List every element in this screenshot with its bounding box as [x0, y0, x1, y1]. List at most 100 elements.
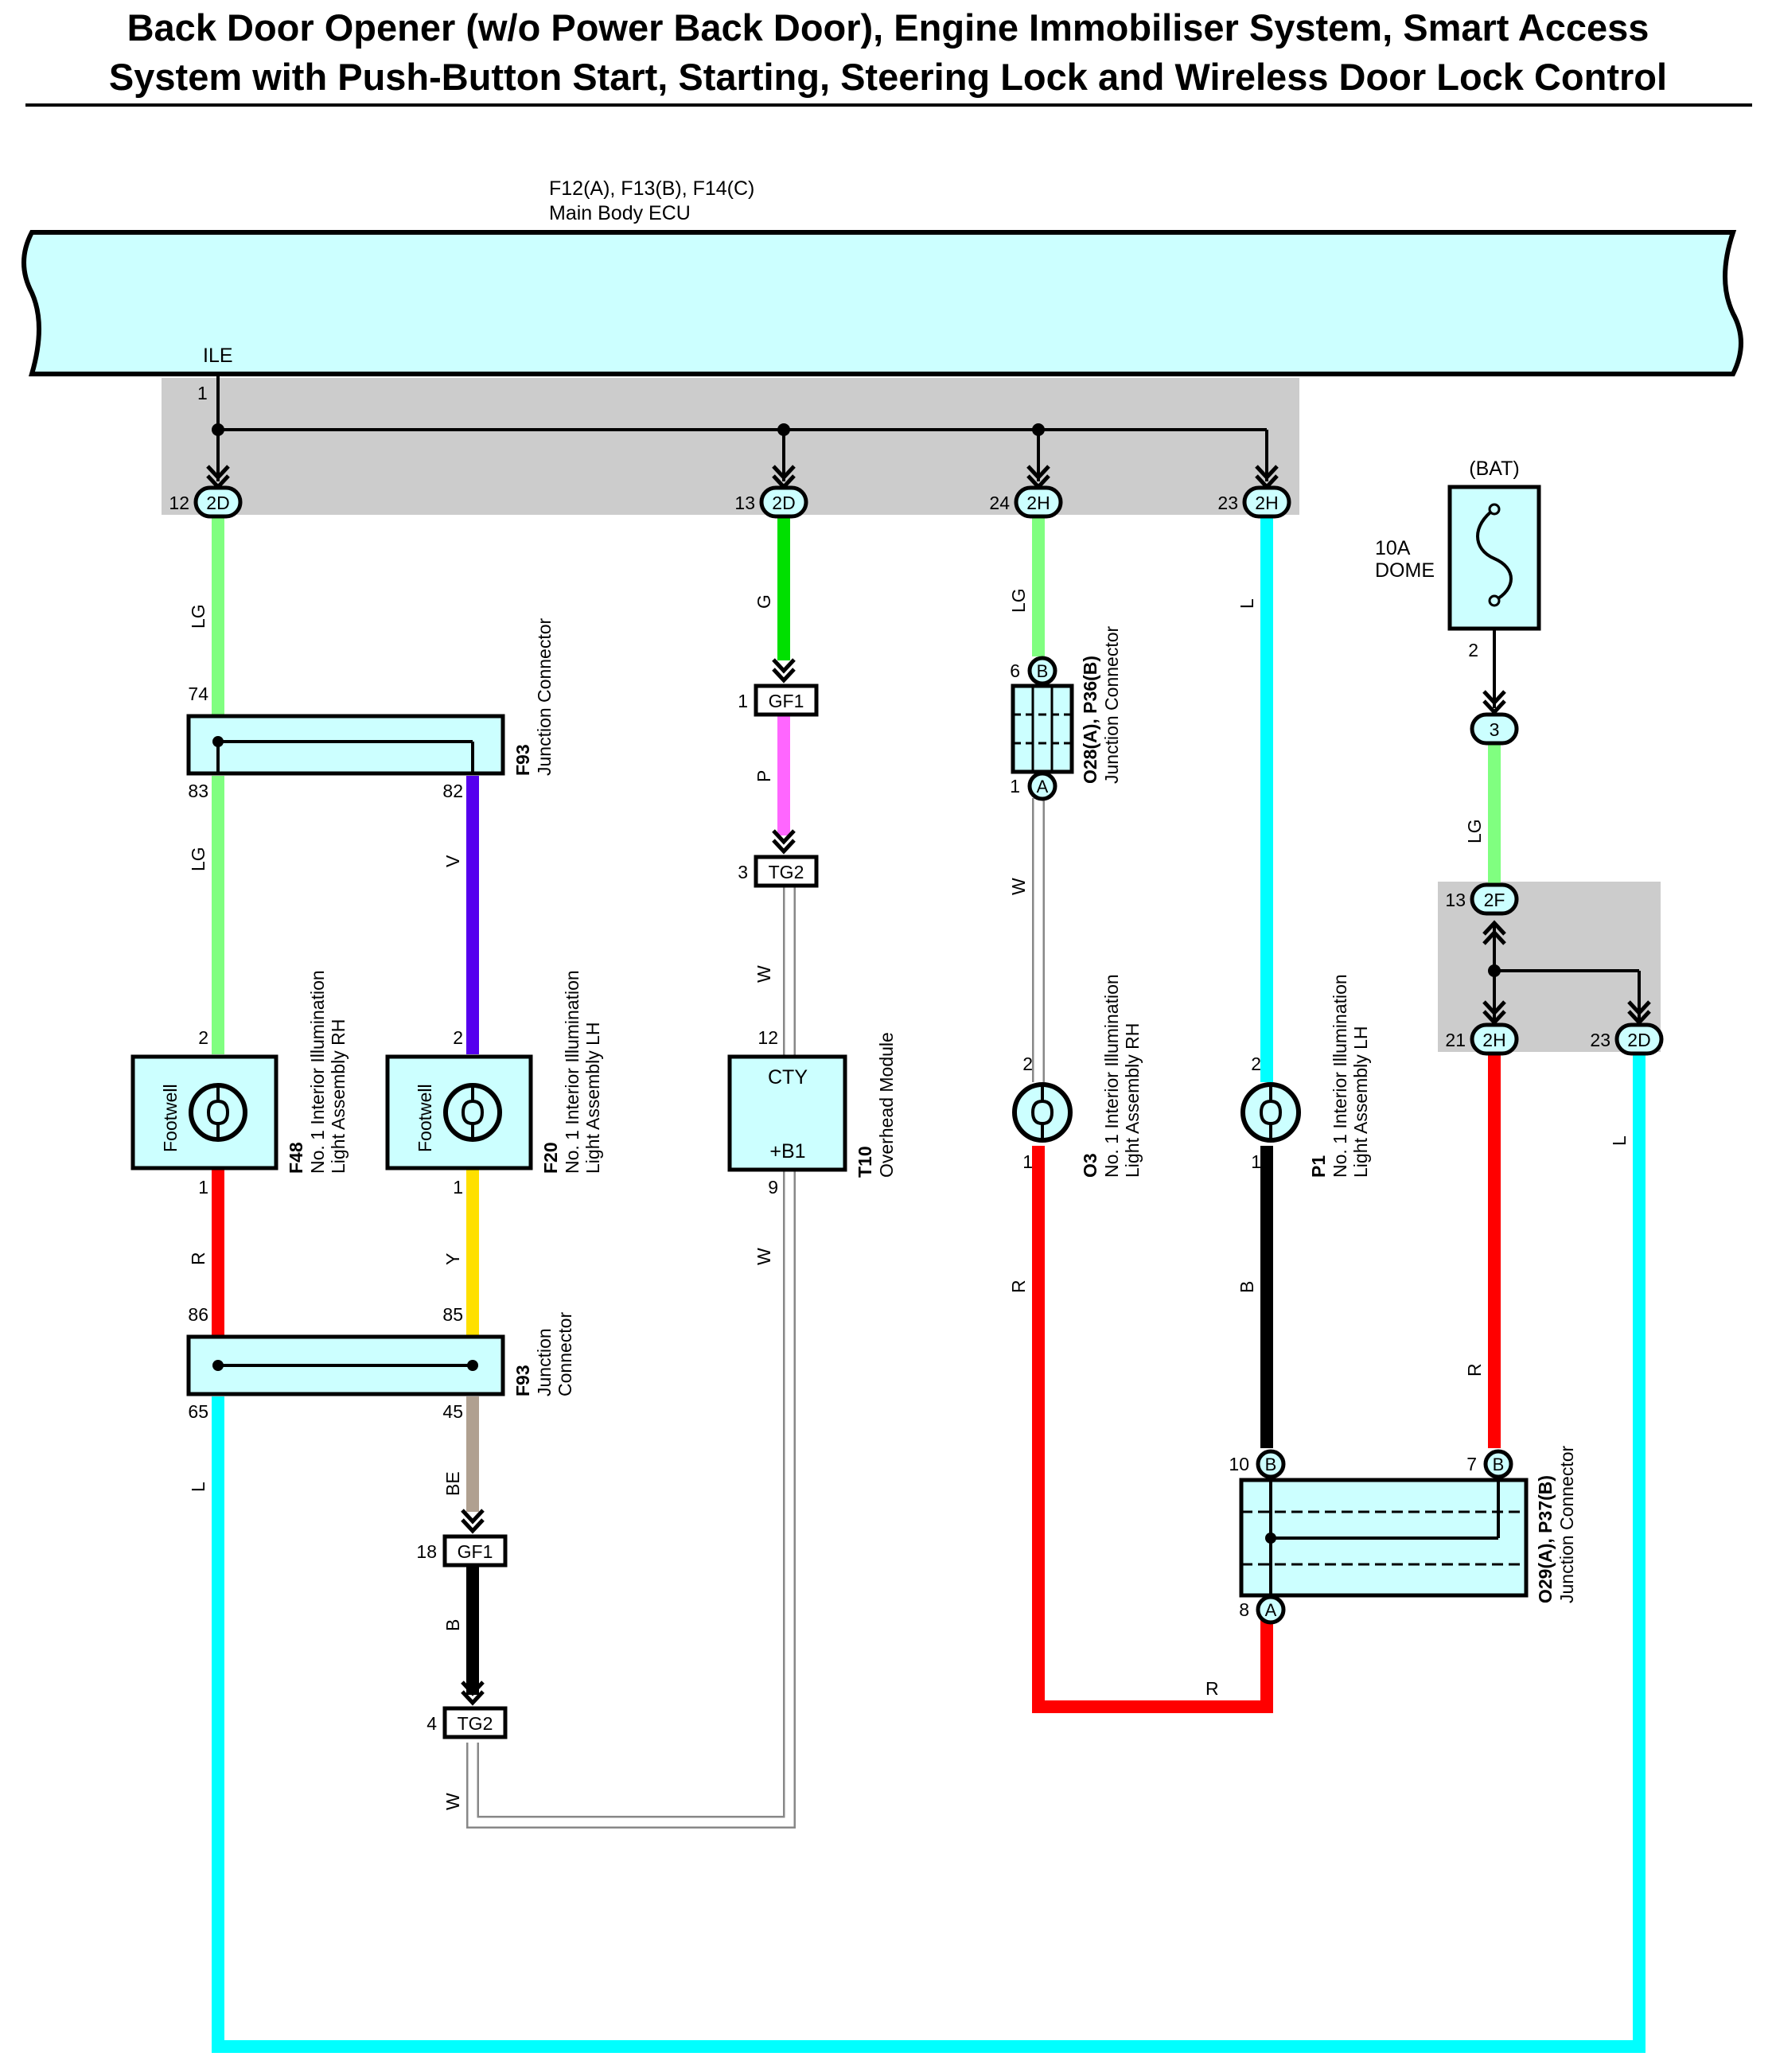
junction-j4-code: 2H [1255, 493, 1278, 513]
junction-j2-pin: 13 [734, 493, 755, 513]
wire-label-w12: W [754, 965, 774, 983]
o3-pin-bottom: 1 [1022, 1151, 1033, 1172]
junction-j6-code: 2H [1482, 1030, 1505, 1050]
junction-dot-right [1488, 964, 1501, 977]
connector-gf1-b-pin: 18 [416, 1541, 437, 1562]
fuse-pin: 2 [1468, 640, 1478, 660]
o29-conn-bottom: A [1265, 1600, 1277, 1620]
p1-name-2: Light Assembly LH [1350, 1026, 1371, 1178]
junction-j7: 2D 23 [1590, 1022, 1664, 1056]
f48-name-2: Light Assembly RH [328, 1019, 349, 1174]
t10-term-bottom: +B1 [769, 1140, 805, 1163]
wire-r-o3-to-o29 [1032, 1146, 1273, 1713]
wire-label-w2: LG [188, 847, 208, 871]
o29-pin-bottom: 8 [1239, 1599, 1249, 1620]
f48-pin-top: 2 [198, 1027, 208, 1048]
o29-name: Junction Connector [1556, 1445, 1577, 1603]
f93-bottom-name-1: Junction [534, 1328, 555, 1396]
f20-name-1: No. 1 Interior Illumination [562, 970, 582, 1174]
f20-label: Footwell [415, 1084, 435, 1152]
fuse-name: DOME [1375, 559, 1435, 582]
junction-j1: 2D 12 [169, 485, 243, 519]
f20-pin-bottom: 1 [453, 1177, 463, 1198]
p1-name-1: No. 1 Interior Illumination [1330, 974, 1350, 1178]
ecu-name: Main Body ECU [549, 202, 691, 224]
wire-label-w7: BE [442, 1471, 463, 1496]
t10-pin-bottom: 9 [768, 1177, 778, 1198]
junction-j7-code: 2D [1627, 1030, 1650, 1050]
f93-top-pin-tl: 74 [188, 684, 208, 704]
wire-label-w18: L [1237, 598, 1257, 609]
f93-bottom-code: F93 [512, 1365, 533, 1396]
o28-conn-bottom: A [1037, 777, 1049, 796]
f93-bottom-pin-br: 45 [442, 1401, 463, 1422]
connector-tg2-b: TG2 4 [426, 1682, 508, 1739]
t10-code: T10 [855, 1146, 875, 1178]
o3-code: O3 [1080, 1153, 1100, 1178]
fuse-connector: 3 [1490, 719, 1500, 740]
wire-label-w9: W [442, 1793, 463, 1810]
wire-label-w17: R [1205, 1678, 1219, 1699]
wire-label-w1: LG [188, 604, 208, 629]
wire-label-w11: P [754, 770, 774, 782]
junction-j5-pin: 13 [1445, 890, 1466, 910]
wire-label-w20: LG [1464, 819, 1485, 843]
wire-labels: LG LG V R Y L BE B W G P W W LG W R R L … [188, 588, 1630, 1810]
main-body-ecu: F12(A), F13(B), F14(C) Main Body ECU ILE… [21, 177, 1743, 403]
bus-junction-dots [212, 423, 1045, 436]
wire-label-w13: W [754, 1248, 774, 1265]
wire-w-tg2-to-t10 [466, 887, 796, 1829]
f48-light-assembly: Footwell 2 1 F48 No. 1 Interior Illumina… [130, 970, 349, 1198]
wire-label-w16: R [1008, 1279, 1029, 1293]
wire-label-w6: L [188, 1482, 208, 1492]
o29-conn-right: B [1493, 1455, 1505, 1474]
diagram-title: Back Door Opener (w/o Power Back Door), … [0, 3, 1776, 102]
p1-code: P1 [1308, 1155, 1329, 1178]
o28-junction-connector: B 6 A 1 O28(A), P36(B) Junction Connecto… [1010, 625, 1122, 801]
connector-tg2-b-pin: 4 [426, 1713, 437, 1734]
f93-top-junction-connector: 74 83 82 F93 Junction Connector [186, 617, 555, 801]
t10-term-top: CTY [768, 1066, 808, 1089]
f48-pin-bottom: 1 [198, 1177, 208, 1198]
o3-name-1: No. 1 Interior Illumination [1101, 974, 1122, 1178]
t10-pin-top: 12 [758, 1027, 778, 1048]
wire-label-w22: L [1609, 1135, 1630, 1146]
connector-gf1-a-code: GF1 [769, 691, 804, 711]
p1-light-assembly: 2 1 P1 No. 1 Interior Illumination Light… [1240, 974, 1371, 1178]
o3-light-assembly: 2 1 O3 No. 1 Interior Illumination Light… [1012, 974, 1143, 1178]
connector-tg2-a-code: TG2 [769, 862, 804, 882]
wire-label-w15: W [1008, 878, 1029, 895]
junction-j2-code: 2D [772, 493, 795, 513]
o3-pin-top: 2 [1022, 1054, 1033, 1074]
wire-label-w21: R [1464, 1363, 1485, 1377]
junction-j2: 2D 13 [734, 485, 808, 519]
wire-label-w4: R [188, 1252, 208, 1265]
connector-tg2-a: TG2 3 [738, 831, 819, 888]
ecu-terminal: ILE [203, 345, 233, 367]
connector-gf1-b: GF1 18 [416, 1510, 508, 1568]
o28-code: O28(A), P36(B) [1080, 656, 1100, 784]
t10-name: Overhead Module [876, 1032, 897, 1178]
o28-conn-top: B [1037, 661, 1049, 681]
o28-pin-bottom: 1 [1010, 776, 1020, 796]
f93-bottom-pin-bl: 65 [188, 1401, 208, 1422]
wire-label-w10: G [754, 594, 774, 609]
junction-j7-pin: 23 [1590, 1030, 1610, 1050]
fuse-rating: 10A [1375, 537, 1411, 559]
o29-pin-right: 7 [1466, 1454, 1477, 1474]
o3-name-2: Light Assembly RH [1122, 1023, 1143, 1178]
junction-j1-code: 2D [206, 493, 229, 513]
ecu-pin: 1 [197, 383, 208, 403]
f20-name-2: Light Assembly LH [582, 1022, 603, 1174]
junction-j6-pin: 21 [1445, 1030, 1466, 1050]
connector-tg2-b-code: TG2 [458, 1713, 493, 1734]
o28-pin-top: 6 [1010, 660, 1020, 681]
f93-bottom-junction-connector: 86 85 65 45 F93 Junction Connector [186, 1304, 575, 1422]
f93-bottom-pin-tr: 85 [442, 1304, 463, 1325]
wire-l-f93-loop [212, 1052, 1646, 2053]
junction-j3: 2H 24 [989, 485, 1063, 519]
f93-top-pin-br: 82 [442, 781, 463, 801]
junction-j5: 2F 13 [1445, 882, 1519, 916]
junction-j4-pin: 23 [1217, 493, 1238, 513]
f48-code: F48 [286, 1142, 306, 1174]
